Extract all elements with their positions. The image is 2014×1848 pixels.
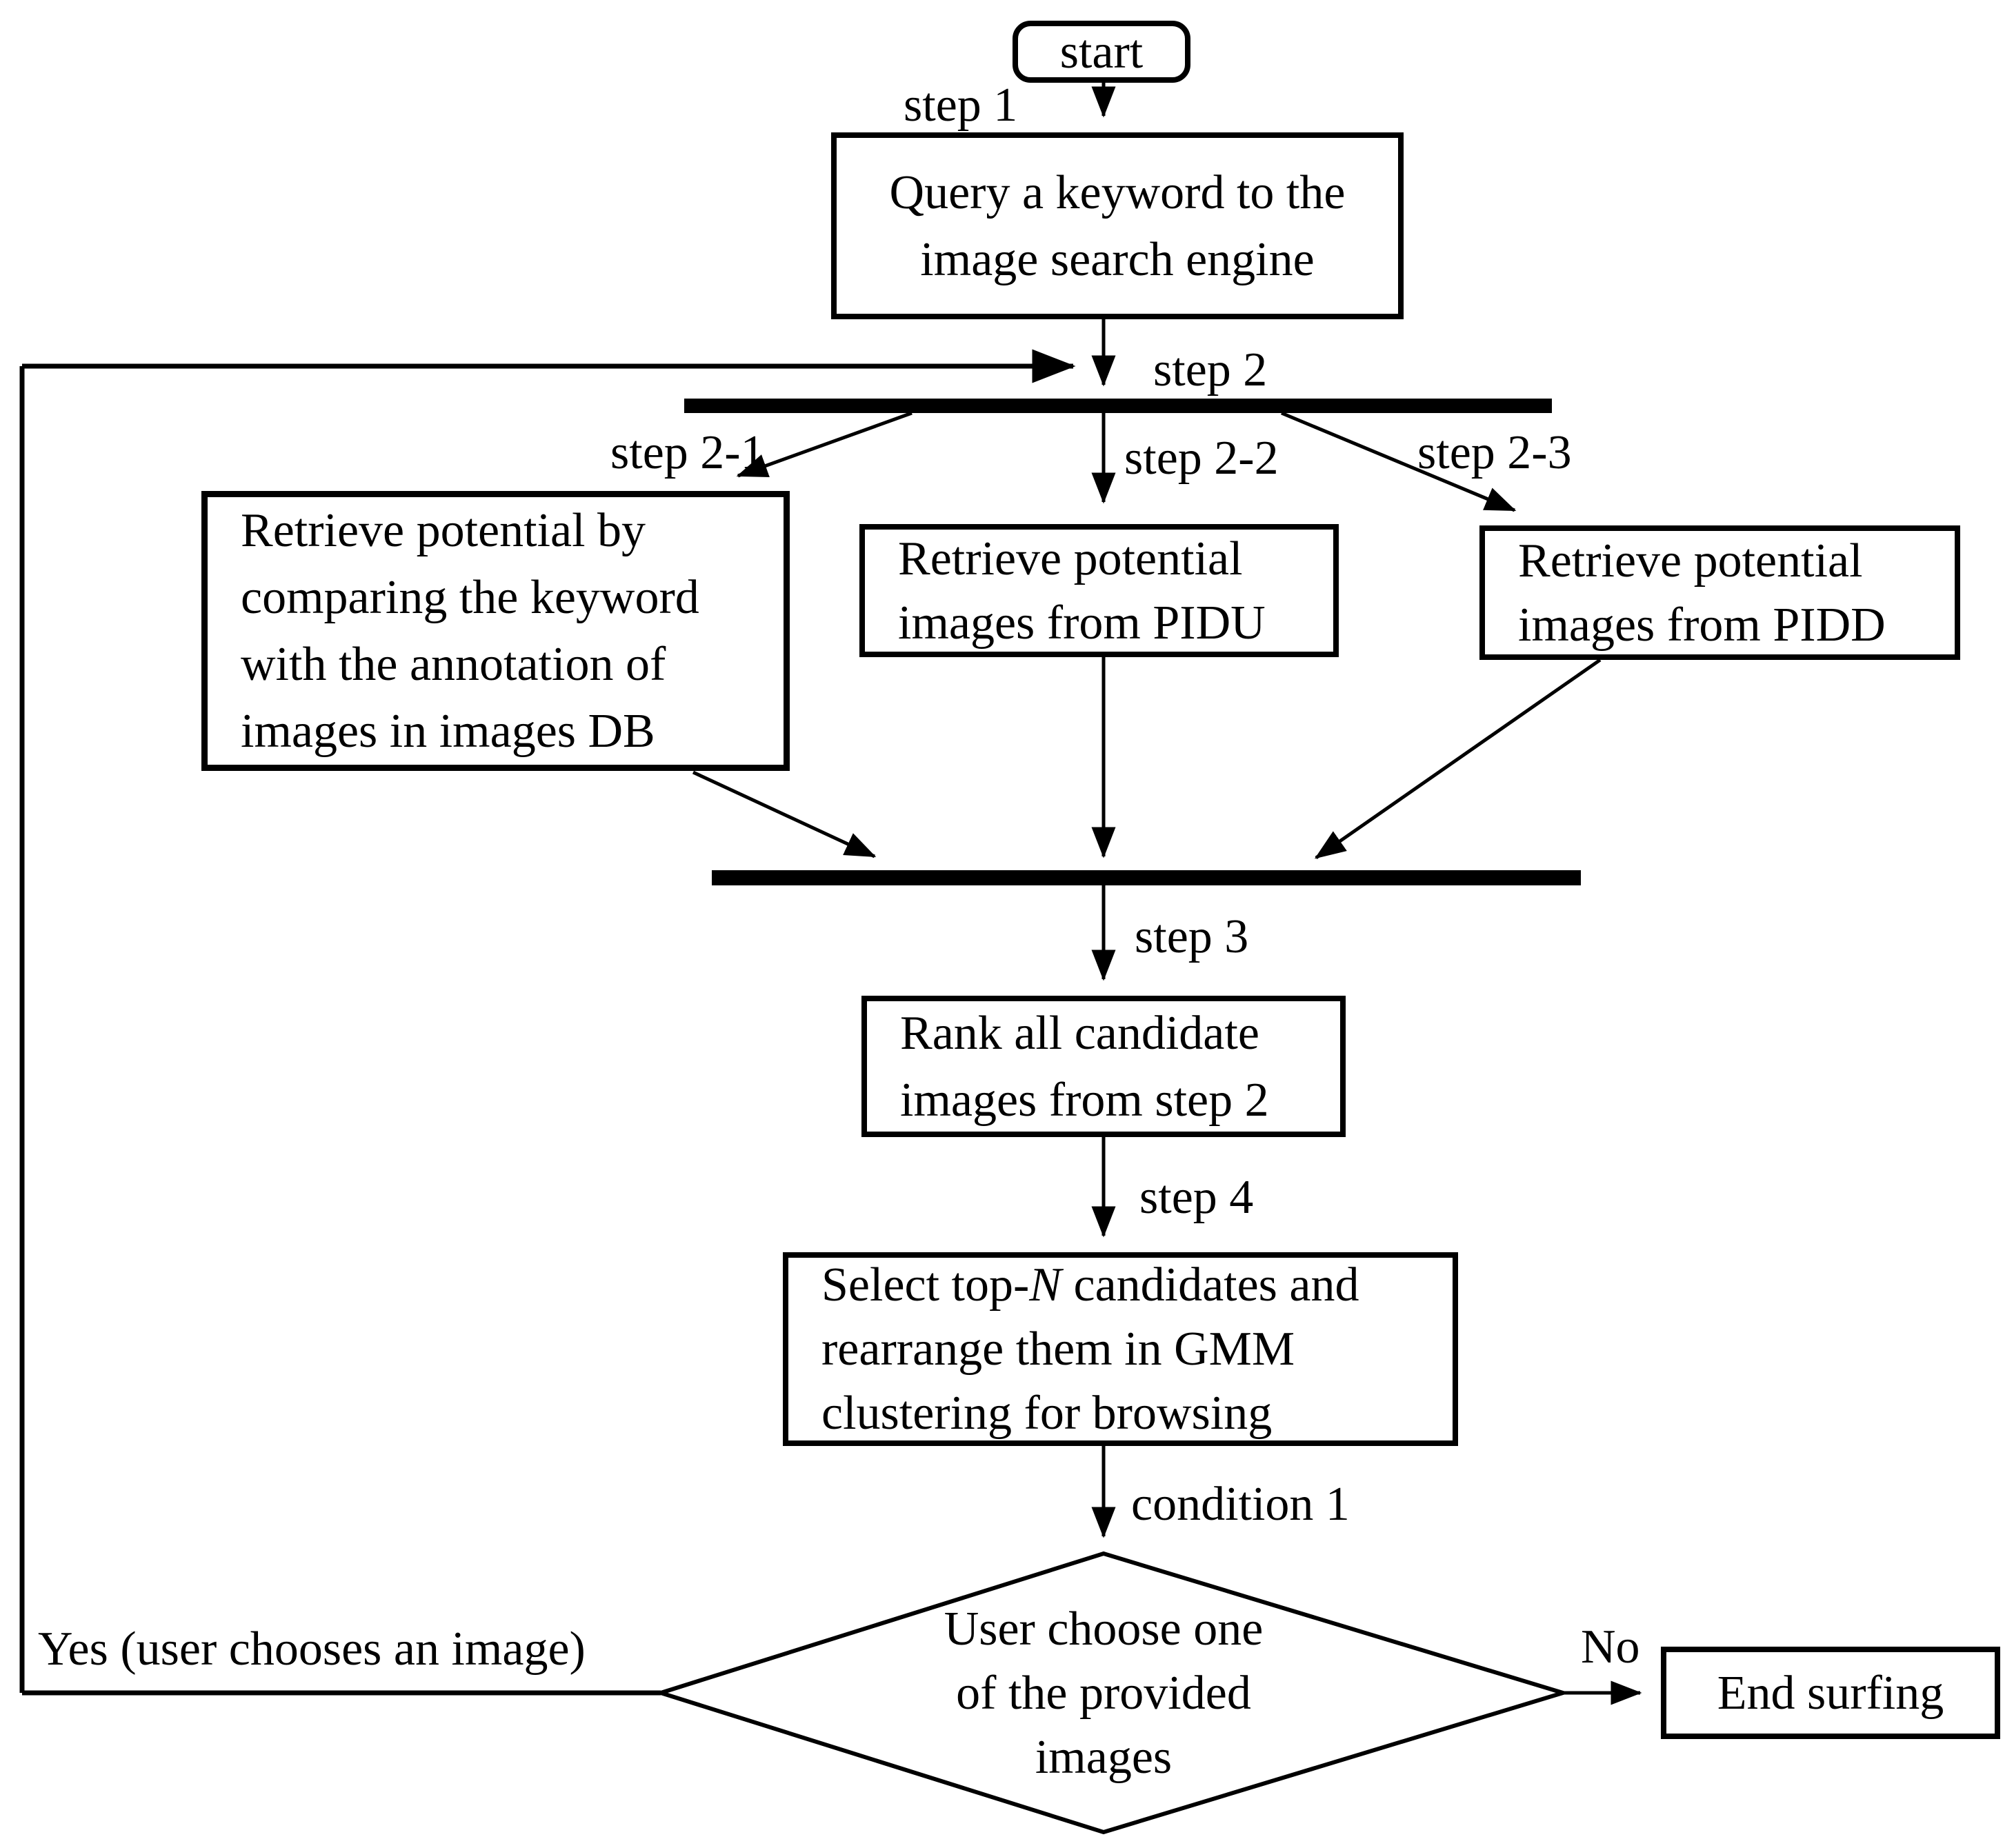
edge-label-step2-3: step 2-3 bbox=[1417, 426, 1572, 479]
select-line1-suffix: candidates and bbox=[1061, 1258, 1359, 1312]
select-line: clustering for browsing bbox=[821, 1387, 1273, 1440]
retrieve-pidd-node: Retrieve potential images from PIDD bbox=[1479, 525, 1960, 660]
retrieve-db-node: Retrieve potential by comparing the keyw… bbox=[201, 491, 790, 771]
edge-label-step4: step 4 bbox=[1139, 1171, 1254, 1224]
retrieve-db-line: Retrieve potential by bbox=[241, 504, 646, 557]
fork-bar bbox=[684, 399, 1552, 413]
retrieve-db-line: comparing the keyword bbox=[241, 571, 699, 624]
select-node: Select top-N candidates and rearrange th… bbox=[783, 1252, 1458, 1446]
retrieve-pidu-line: Retrieve potential bbox=[898, 532, 1243, 585]
decision-line: images bbox=[1035, 1730, 1173, 1784]
edge-label-step1: step 1 bbox=[904, 79, 1018, 132]
edge-label-step2: step 2 bbox=[1153, 343, 1268, 396]
rank-node: Rank all candidate images from step 2 bbox=[861, 996, 1346, 1137]
retrieve-pidd-line: Retrieve potential bbox=[1518, 534, 1863, 587]
select-line1-prefix: Select top- bbox=[821, 1258, 1030, 1312]
rank-line: images from step 2 bbox=[900, 1073, 1269, 1127]
edge-db-join bbox=[692, 770, 877, 858]
decision-diamond bbox=[654, 1551, 1571, 1835]
decision-node: User choose one of the provided images bbox=[793, 1593, 1414, 1793]
edge-fork-pidd bbox=[1281, 411, 1517, 512]
edge-pidd-join bbox=[1314, 658, 1602, 860]
query-line: Query a keyword to the bbox=[889, 165, 1346, 219]
start-label: start bbox=[1059, 25, 1144, 79]
edge-label-condition1: condition 1 bbox=[1131, 1478, 1350, 1531]
query-line: image search engine bbox=[920, 232, 1315, 286]
join-bar bbox=[712, 870, 1581, 885]
query-node: Query a keyword to the image search engi… bbox=[831, 132, 1404, 319]
start-node: start bbox=[1013, 21, 1190, 83]
end-node: End surfing bbox=[1661, 1647, 2000, 1739]
edge-label-step2-2: step 2-2 bbox=[1124, 432, 1279, 485]
retrieve-db-line: with the annotation of bbox=[241, 638, 666, 691]
edge-label-no: No bbox=[1581, 1620, 1640, 1674]
select-line: Select top-N candidates and bbox=[821, 1253, 1453, 1317]
decision-line: of the provided bbox=[956, 1666, 1251, 1720]
edge-label-yes: Yes (user chooses an image) bbox=[38, 1623, 586, 1676]
edge-label-step2-1: step 2-1 bbox=[610, 426, 765, 479]
decision-line: User choose one bbox=[944, 1602, 1264, 1656]
rank-line: Rank all candidate bbox=[900, 1006, 1259, 1060]
edge-label-step3: step 3 bbox=[1135, 910, 1249, 963]
select-line1-emphasis: N bbox=[1029, 1258, 1061, 1312]
retrieve-db-line: images in images DB bbox=[241, 705, 655, 758]
retrieve-pidu-node: Retrieve potential images from PIDU bbox=[859, 524, 1339, 657]
end-label: End surfing bbox=[1717, 1666, 1944, 1720]
select-line: rearrange them in GMM bbox=[821, 1323, 1295, 1376]
retrieve-pidu-line: images from PIDU bbox=[898, 596, 1266, 650]
edge-fork-db bbox=[736, 411, 913, 478]
retrieve-pidd-line: images from PIDD bbox=[1518, 598, 1886, 652]
